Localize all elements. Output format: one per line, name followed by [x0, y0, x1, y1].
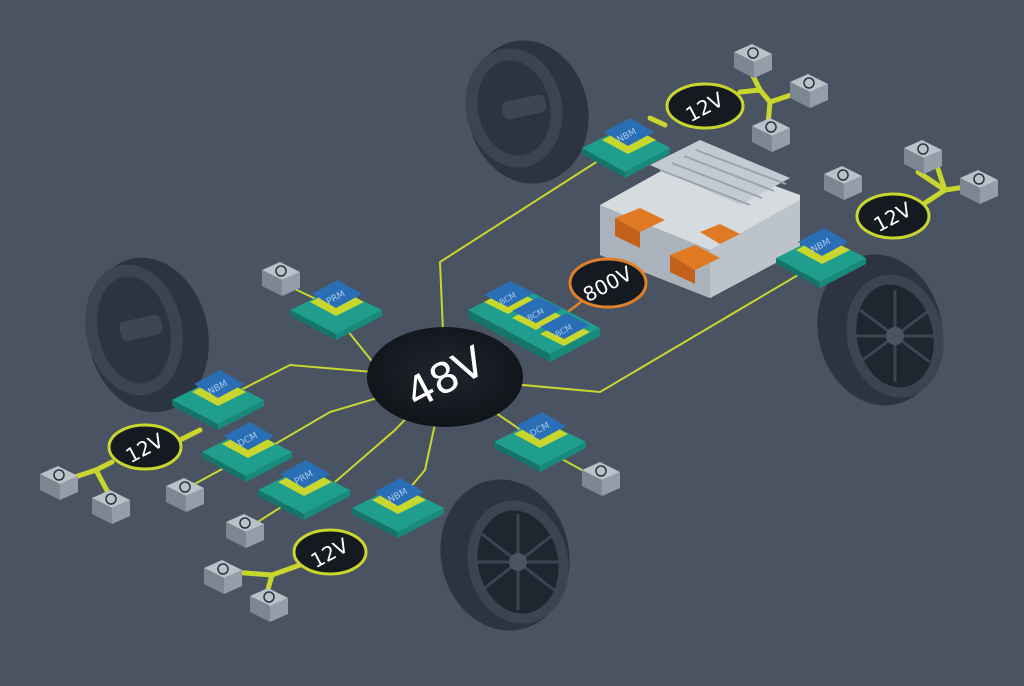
load-symbol-icon [40, 44, 998, 622]
module-dcm-right: DCM [494, 412, 586, 472]
rail-12v-front-right: 12V [665, 82, 745, 130]
bcm-chip-2: BCM [512, 297, 562, 330]
module-nbm-rear-right: NBM [776, 228, 866, 288]
hub-48v: 48V [367, 327, 523, 427]
module-bcm-stack: BCM BCM BCM [468, 281, 600, 362]
wheel-icon [85, 257, 209, 413]
rail-12v-rear-right: 12V [855, 192, 931, 240]
module-nbm-front-right: NBM [582, 118, 670, 178]
module-nbm-rear-left: NBM [352, 478, 444, 538]
module-prm-bottom: PRM [258, 460, 350, 520]
module-dcm-left: DCM [202, 422, 292, 482]
hv-bus-800v: 800V [568, 257, 648, 309]
module-prm-top: PRM [290, 280, 382, 340]
wheel-icon [465, 40, 589, 184]
wheel-icon [440, 479, 570, 631]
rail-12v-front-left: 12V [107, 423, 183, 471]
battery-pack-icon [600, 140, 800, 298]
bcm-chip-3: BCM [540, 313, 590, 346]
rail-12v-rear-left: 12V [292, 528, 368, 576]
bcm-chip-1: BCM [484, 281, 534, 314]
wheel-icon [817, 254, 944, 406]
module-nbm-front-left: NBM [172, 370, 264, 430]
